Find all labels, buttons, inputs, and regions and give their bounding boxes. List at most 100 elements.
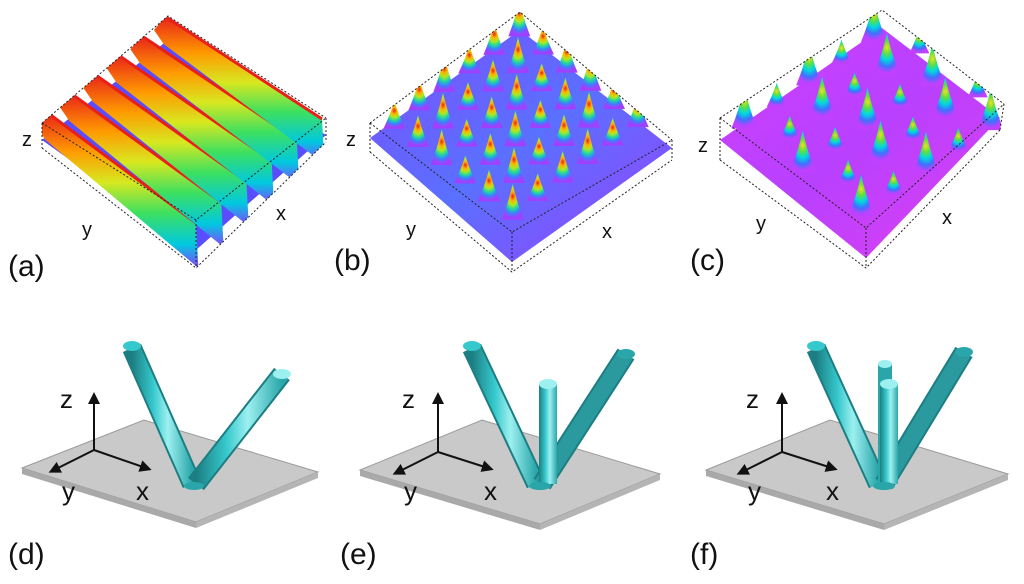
panel-label-f: (f) [690, 538, 718, 571]
peak [789, 130, 816, 173]
peak [831, 39, 852, 64]
peak [579, 54, 602, 91]
panel-c: z y x (c) [690, 9, 1005, 277]
peak [889, 83, 910, 108]
peak [919, 44, 946, 87]
peak [433, 55, 456, 92]
peak [902, 116, 923, 141]
plot-box [719, 9, 1005, 269]
peak [482, 59, 504, 92]
ridge-crest [165, 16, 323, 121]
surface-plot-icon [42, 16, 326, 268]
ridge [154, 16, 325, 164]
peak [779, 115, 800, 140]
ridge [106, 54, 274, 206]
y-axis-label: y [748, 476, 761, 506]
beam-cylinder-icon [462, 341, 546, 489]
peak [528, 136, 550, 165]
peak [838, 159, 859, 184]
peak [526, 173, 549, 202]
peak [505, 73, 528, 110]
panel-d: z y x (d) [8, 341, 320, 571]
x-axis-label: x [826, 476, 839, 506]
peak [507, 37, 529, 73]
peak [508, 12, 531, 37]
y-axis-label: y [82, 219, 92, 241]
panel-label-b: (b) [334, 244, 371, 277]
y-axis-label: y [62, 476, 75, 506]
panel-b: z y x (b) [334, 11, 673, 277]
panel-f: z y x (f) [690, 341, 1010, 571]
panel-label-d: (d) [8, 538, 45, 571]
panel-label-a: (a) [8, 250, 45, 283]
peak [454, 155, 477, 184]
beam-cylinder-icon [880, 379, 898, 484]
peak [457, 82, 479, 110]
z-axis-label: z [402, 384, 415, 414]
peak [479, 132, 502, 165]
panel-label-e: (e) [340, 538, 377, 571]
panel-label-c: (c) [690, 244, 725, 277]
beam-cylinder-icon [188, 367, 291, 491]
beam-cylinder-icon [122, 341, 202, 489]
peak [432, 92, 454, 129]
y-axis-label: y [756, 213, 766, 235]
beam-cylinder-icon [539, 379, 557, 484]
peak [455, 118, 478, 147]
ridge [59, 92, 224, 248]
z-axis-label: z [22, 129, 32, 151]
peak [932, 76, 959, 119]
peak [796, 43, 823, 86]
panel-a: z y x (a) [8, 15, 327, 283]
axis-arrow-icon [736, 392, 838, 475]
y-axis-label: y [406, 219, 416, 241]
x-axis-label: x [136, 476, 149, 506]
y-axis-label: y [404, 476, 417, 506]
plot-box [41, 15, 327, 269]
peak [578, 91, 600, 128]
peak [848, 174, 875, 217]
peak [948, 127, 969, 152]
axis-arrow-icon [48, 392, 152, 473]
x-axis-label: x [484, 476, 497, 506]
peak [532, 26, 554, 55]
peak [977, 88, 1004, 131]
peak [553, 114, 575, 146]
ridge [42, 112, 199, 268]
peak [844, 72, 865, 97]
z-axis-label: z [746, 384, 759, 414]
peak [530, 63, 553, 92]
peak [883, 170, 904, 195]
peak [809, 76, 836, 119]
peak [408, 78, 431, 111]
peak [503, 147, 525, 183]
peak [576, 128, 599, 165]
peak [430, 129, 453, 166]
peak [967, 73, 988, 98]
panel-e: z y x (e) [340, 341, 662, 571]
ridge [130, 35, 300, 185]
peak [860, 10, 887, 43]
peak [483, 22, 506, 55]
peak [873, 32, 900, 75]
surface-plot-icon [370, 12, 672, 262]
peak [478, 169, 500, 202]
peak [766, 82, 787, 107]
peak [603, 81, 625, 109]
peak [912, 131, 939, 174]
peak [501, 183, 524, 220]
x-axis-label: x [276, 203, 286, 225]
peak [504, 110, 527, 147]
peak [555, 40, 578, 73]
x-axis-label: x [942, 207, 952, 229]
peak [407, 115, 429, 147]
peak [825, 126, 846, 151]
peak [529, 99, 552, 128]
z-axis-label: z [60, 384, 73, 414]
peak [551, 150, 574, 183]
peak [480, 96, 503, 129]
z-axis-label: z [698, 135, 708, 157]
plot-box [369, 11, 673, 273]
ridge [83, 73, 249, 227]
